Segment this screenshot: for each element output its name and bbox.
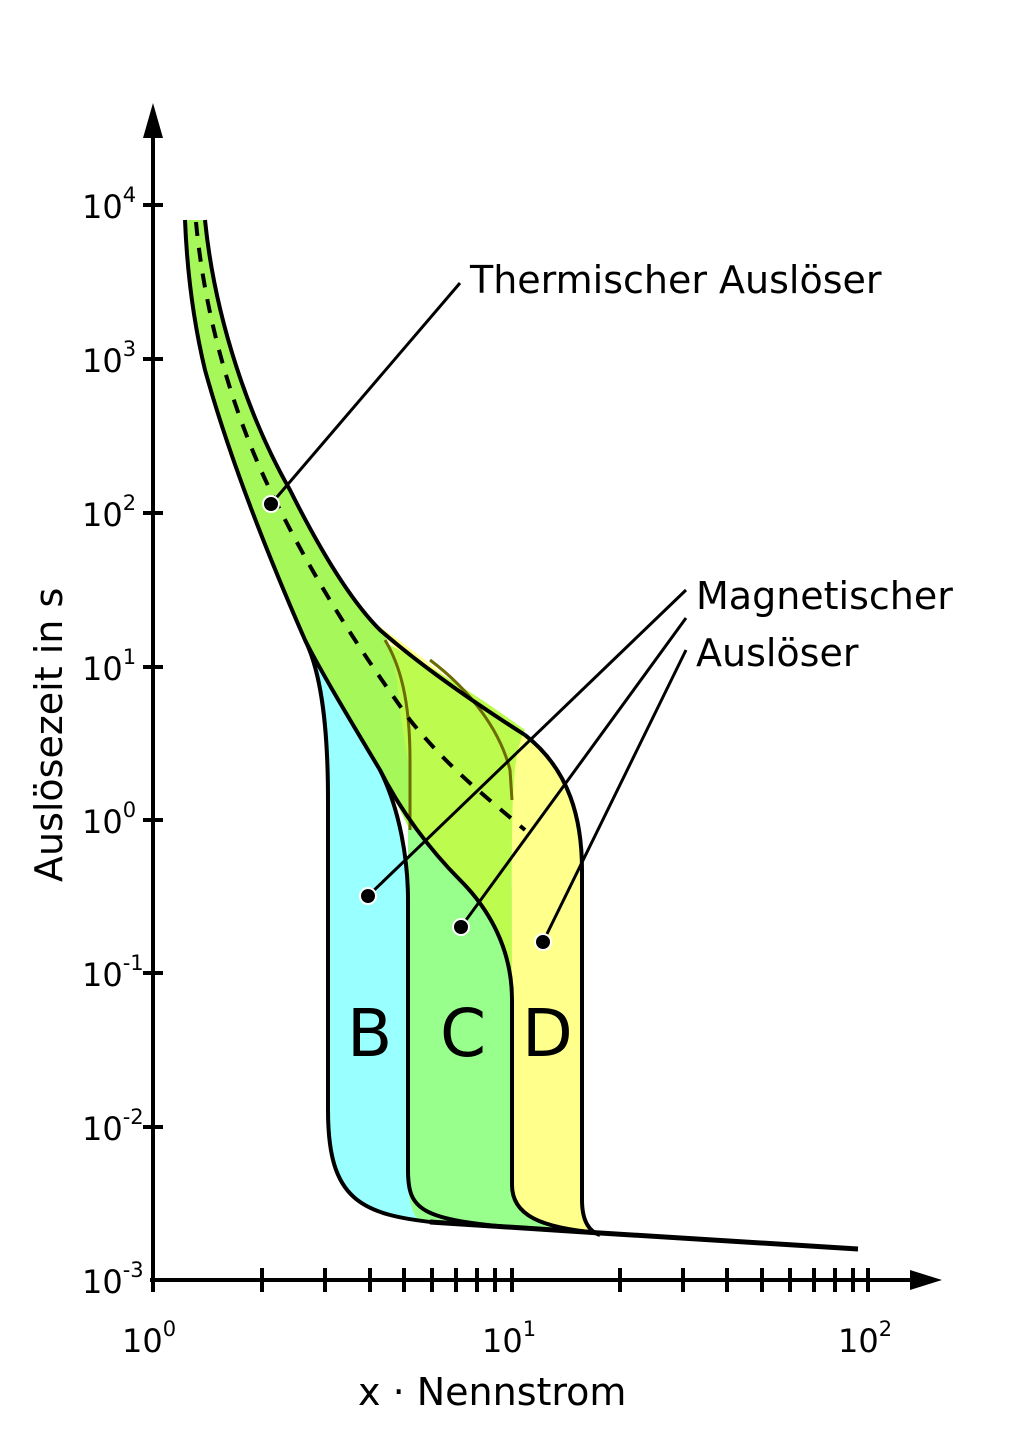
b-dot-icon — [359, 887, 377, 905]
c-dot-icon — [452, 918, 470, 936]
thermal-upper-curve — [203, 219, 527, 737]
y-tick-labels: 104 103 102 101 100 10-1 10-2 10-3 — [82, 183, 144, 1301]
svg-text:102: 102 — [82, 491, 136, 534]
magnetic-annotation-line1: Magnetischer — [696, 574, 953, 618]
d-dot-icon — [534, 933, 552, 951]
curve-d-label: D — [522, 995, 573, 1072]
svg-text:101: 101 — [82, 645, 136, 688]
x-tick-labels: 100 101 102 — [122, 1317, 892, 1360]
curve-b-line — [303, 639, 441, 1225]
curve-d-line — [523, 733, 601, 1237]
instantaneous-trip-line — [429, 1219, 859, 1252]
svg-text:103: 103 — [82, 337, 136, 380]
svg-text:102: 102 — [838, 1317, 892, 1360]
thermal-band-area — [185, 220, 410, 830]
curve-d-area — [370, 620, 600, 1235]
curve-b-area — [305, 640, 430, 1222]
svg-text:10-2: 10-2 — [82, 1105, 144, 1148]
x-axis-arrow-icon — [910, 1270, 942, 1290]
thermal-dot-icon — [262, 495, 280, 513]
svg-text:10-3: 10-3 — [82, 1258, 144, 1301]
curve-c-line — [378, 769, 521, 1230]
thermal-lower-curve — [183, 219, 514, 1001]
svg-text:10-1: 10-1 — [82, 951, 144, 994]
thermal-annotation: Thermischer Auslöser — [469, 258, 882, 302]
x-axis-title: x · Nennstrom — [358, 1370, 626, 1414]
svg-text:101: 101 — [482, 1317, 536, 1360]
thermal-dashed-curve — [194, 221, 527, 832]
c-upper-boundary-line — [383, 639, 412, 830]
curve-c-area — [380, 770, 600, 1233]
svg-text:100: 100 — [82, 798, 136, 841]
y-ticks — [143, 203, 163, 1129]
overlap-area — [380, 640, 525, 1000]
svg-text:104: 104 — [82, 183, 136, 226]
y-axis-title: Auslösezeit in s — [27, 588, 71, 882]
x-ticks — [151, 1268, 870, 1292]
curve-c-label: C — [440, 995, 486, 1072]
y-axis-arrow-icon — [143, 103, 163, 138]
annotation-leaders — [269, 282, 688, 943]
curve-b-label: B — [347, 995, 392, 1072]
magnetic-annotation-line2: Auslöser — [696, 631, 859, 675]
svg-text:100: 100 — [122, 1317, 176, 1360]
annotation-dots — [262, 495, 552, 951]
d-upper-boundary-line — [429, 658, 514, 801]
